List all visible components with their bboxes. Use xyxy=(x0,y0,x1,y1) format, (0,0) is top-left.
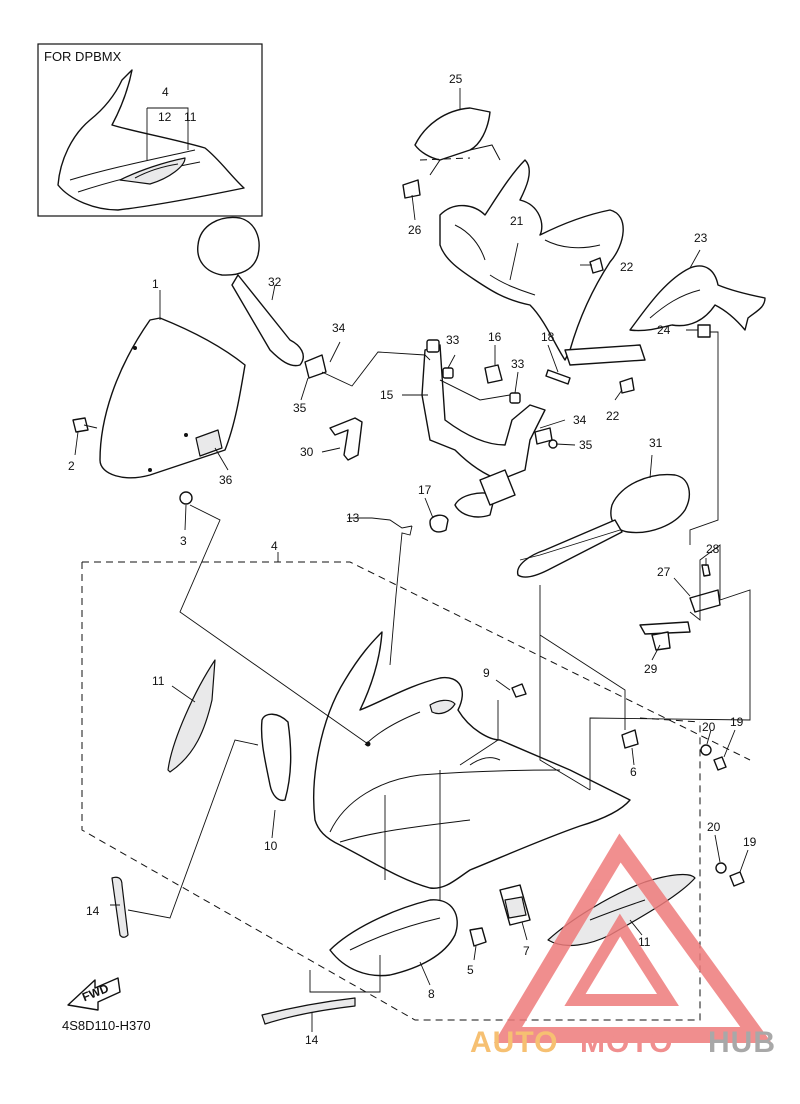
part-32-left-mirror xyxy=(197,216,304,367)
callout-29: 29 xyxy=(644,662,658,676)
callout-labels: 1 2 3 4 5 6 7 8 9 10 11 11 13 14 14 15 1… xyxy=(68,72,757,1047)
part-25-inner-panel xyxy=(402,107,501,199)
callout-10: 10 xyxy=(264,839,278,853)
watermark-auto: AUTO xyxy=(470,1026,558,1059)
callout-23: 23 xyxy=(694,231,708,245)
part-15-stay xyxy=(421,344,546,518)
callout-19b: 19 xyxy=(743,835,757,849)
callout-33b: 33 xyxy=(511,357,525,371)
callout-11a: 11 xyxy=(152,674,165,688)
callout-34a: 34 xyxy=(332,321,346,335)
part-4-cowling-assembly xyxy=(313,631,631,908)
callout-35b: 35 xyxy=(579,438,593,452)
callout-33a: 33 xyxy=(446,333,460,347)
callout-4: 4 xyxy=(271,539,278,553)
inset-label-11: 11 xyxy=(184,110,197,124)
callout-3: 3 xyxy=(180,534,187,548)
callout-13: 13 xyxy=(346,511,360,525)
inset-dpbmx: FOR DPBMX 4 12 11 xyxy=(37,43,263,217)
callout-22b: 22 xyxy=(606,409,620,423)
part-8-side-cowl xyxy=(329,899,458,977)
callout-24: 24 xyxy=(657,323,671,337)
callout-15: 15 xyxy=(380,388,394,402)
callout-18: 18 xyxy=(541,330,555,344)
callout-20a: 20 xyxy=(702,720,716,734)
part-5-6-7-parts xyxy=(469,729,639,947)
callout-8: 8 xyxy=(428,987,435,1001)
callout-2: 2 xyxy=(68,459,75,473)
part-14-moldings xyxy=(111,876,356,1025)
callout-14a: 14 xyxy=(86,904,100,918)
callout-34b: 34 xyxy=(573,413,587,427)
inset-title: FOR DPBMX xyxy=(44,49,122,64)
inset-label-4: 4 xyxy=(162,85,169,99)
part-13-clip xyxy=(371,517,413,529)
callout-35a: 35 xyxy=(293,401,307,415)
callout-25: 25 xyxy=(449,72,463,86)
leader-lines xyxy=(74,88,751,1032)
callout-17: 17 xyxy=(418,483,432,497)
inset-label-12: 12 xyxy=(158,110,172,124)
callout-27: 27 xyxy=(657,565,671,579)
watermark-hub: HUB xyxy=(708,1026,776,1059)
fwd-arrow-icon: FWD xyxy=(67,977,121,1011)
callout-30: 30 xyxy=(300,445,314,459)
part-30-bracket xyxy=(329,417,363,461)
callout-14b: 14 xyxy=(305,1033,319,1047)
callout-22a: 22 xyxy=(620,260,634,274)
part-10-duct xyxy=(260,713,292,802)
callout-26: 26 xyxy=(408,223,422,237)
assembly-outline xyxy=(81,561,751,1021)
watermark-logo: AUTO MOTO HUB xyxy=(470,833,776,1059)
callout-31: 31 xyxy=(649,436,663,450)
callout-16: 16 xyxy=(488,330,502,344)
diagram-code: 4S8D110-H370 xyxy=(62,1018,151,1033)
callout-6: 6 xyxy=(630,765,637,779)
part-1-windshield xyxy=(99,317,246,479)
part-23-side-bracket xyxy=(629,265,766,332)
watermark-moto: MOTO xyxy=(580,1026,673,1059)
callout-32: 32 xyxy=(268,275,282,289)
callout-19a: 19 xyxy=(730,715,744,729)
callout-28: 28 xyxy=(706,542,720,556)
callout-36: 36 xyxy=(219,473,233,487)
callout-11b: 11 xyxy=(638,935,651,949)
part-21-inner-cowling xyxy=(439,159,646,366)
callout-21: 21 xyxy=(510,214,524,228)
part-27-29-brackets xyxy=(639,564,721,651)
callout-1: 1 xyxy=(152,277,159,291)
callout-9: 9 xyxy=(483,666,490,680)
callout-5: 5 xyxy=(467,963,474,977)
part-31-right-mirror xyxy=(516,473,691,578)
callout-20b: 20 xyxy=(707,820,721,834)
callout-7: 7 xyxy=(523,944,530,958)
